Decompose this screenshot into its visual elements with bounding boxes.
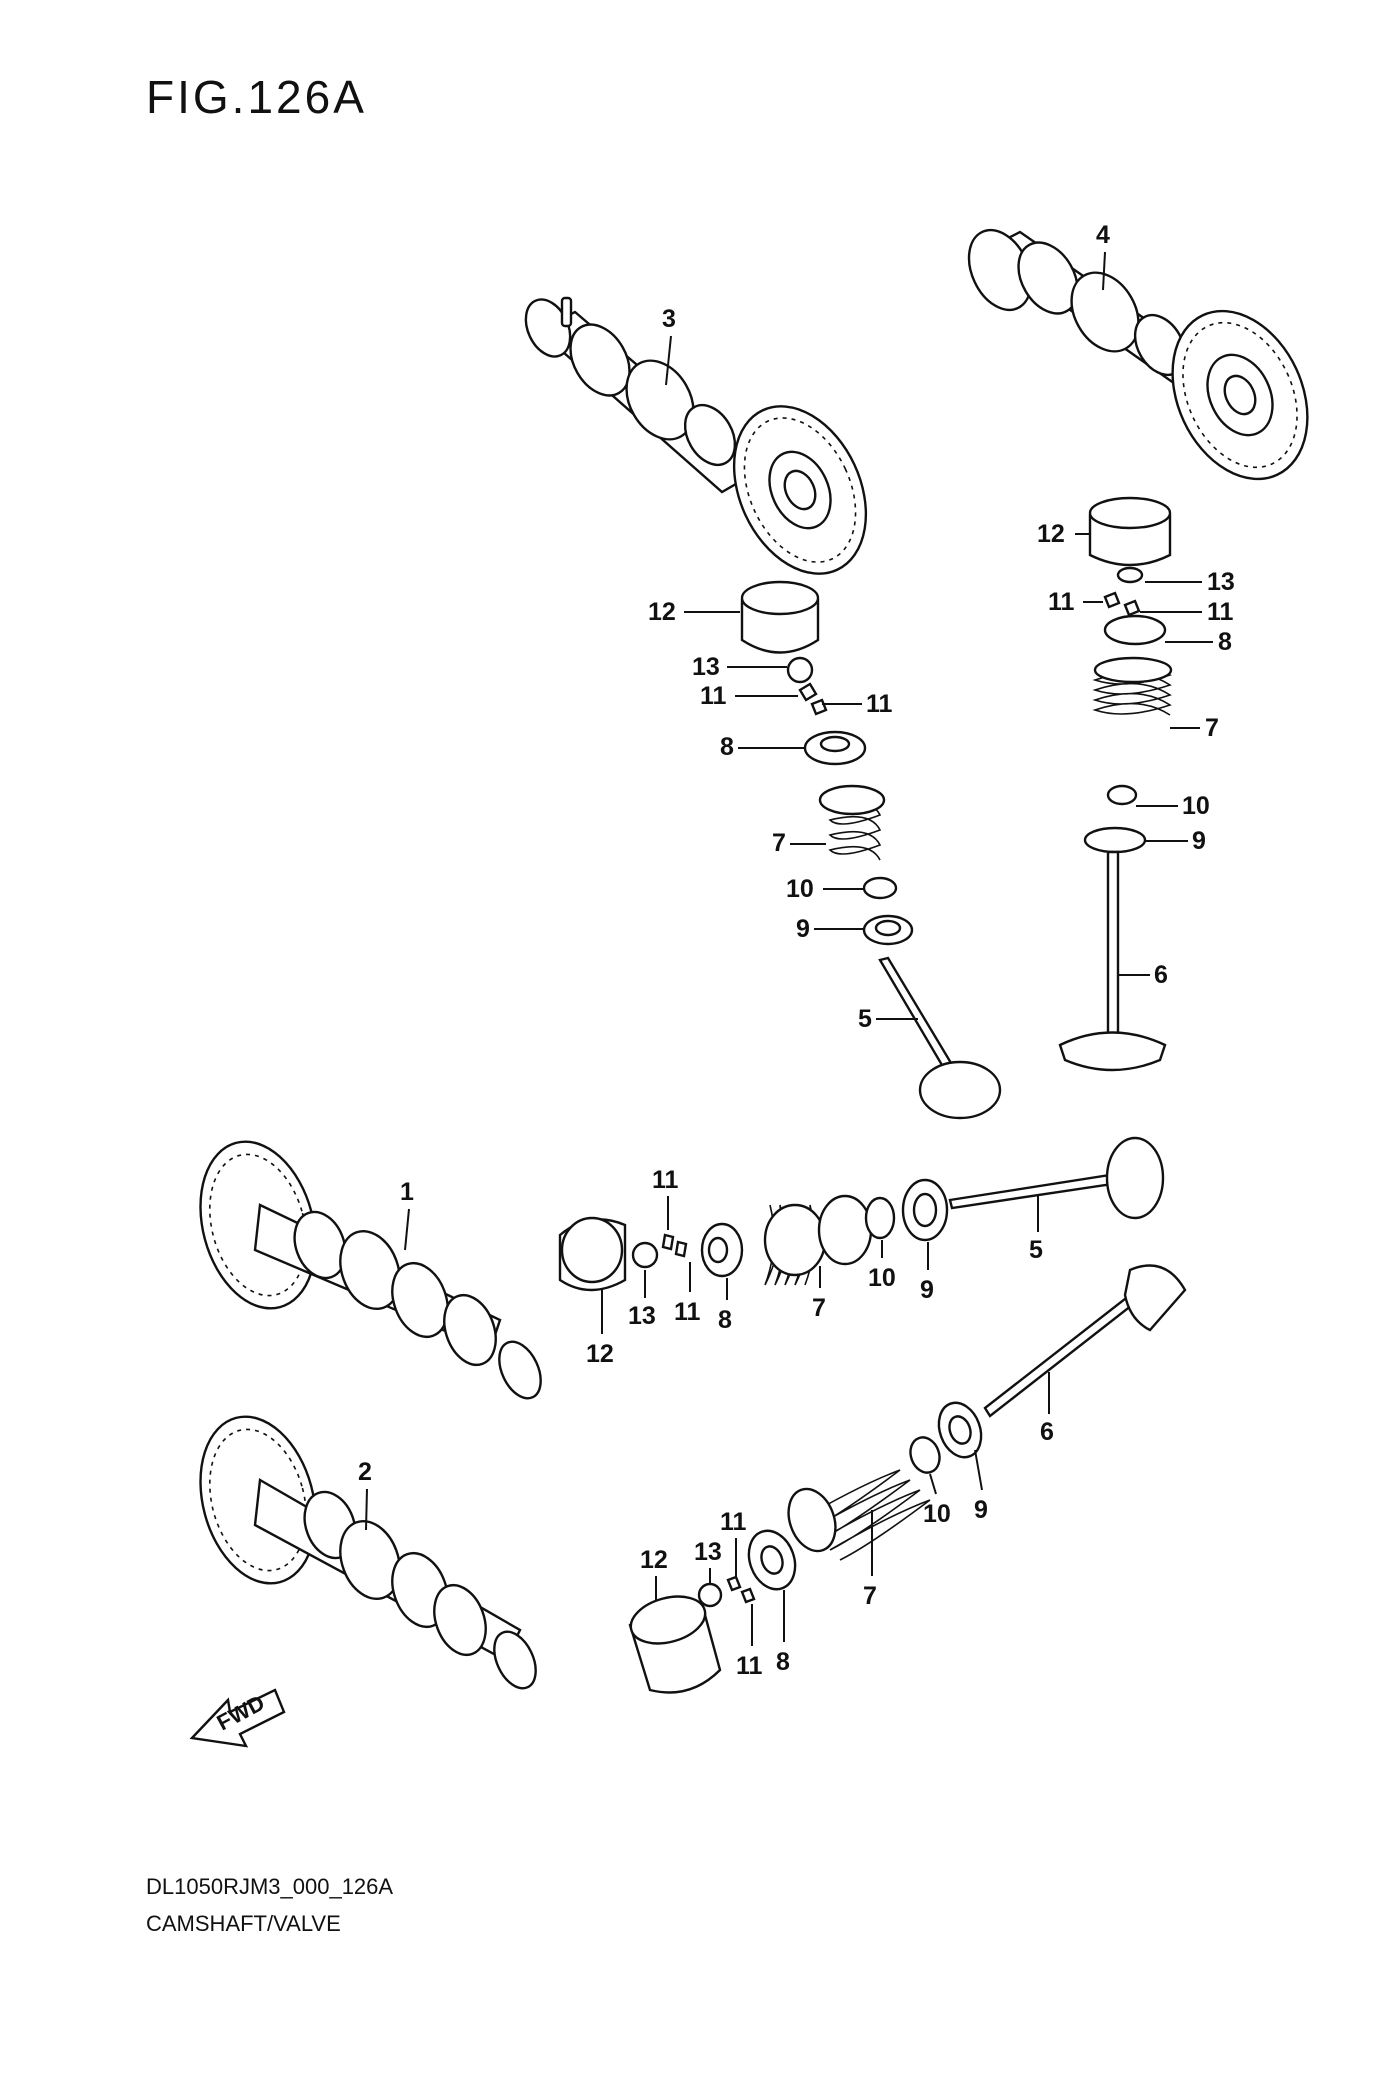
callout-9d: 9 — [974, 1496, 988, 1524]
caption: DL1050RJM3_000_126A CAMSHAFT/VALVE — [146, 1868, 393, 1942]
callout-7b: 7 — [1205, 714, 1219, 742]
camshaft-2 — [199, 1415, 537, 1690]
callout-13b: 13 — [1207, 568, 1235, 596]
valve-assembly-d — [628, 1264, 1187, 1694]
callout-2: 2 — [358, 1458, 372, 1486]
callout-9a: 9 — [796, 915, 810, 943]
camshaft-4 — [967, 228, 1309, 481]
callout-11b-right: 11 — [1207, 598, 1234, 626]
callout-5a: 5 — [858, 1005, 872, 1033]
callout-3: 3 — [662, 305, 676, 333]
callout-12d: 12 — [640, 1546, 668, 1574]
callout-7d: 7 — [863, 1582, 877, 1610]
fwd-arrow-icon: FWD — [189, 1688, 286, 1748]
callout-13a: 13 — [692, 653, 720, 681]
caption-name: CAMSHAFT/VALVE — [146, 1911, 341, 1936]
callout-13d: 13 — [694, 1538, 722, 1566]
callout-11d-top: 11 — [720, 1508, 747, 1536]
callout-5c: 5 — [1029, 1236, 1043, 1264]
callout-6b: 6 — [1154, 961, 1168, 989]
valve-assembly-a — [740, 580, 1002, 1120]
callout-11c-bottom: 11 — [674, 1298, 701, 1326]
callout-12a: 12 — [648, 598, 676, 626]
callout-12b: 12 — [1037, 520, 1065, 548]
callout-10c: 10 — [868, 1264, 896, 1292]
caption-code: DL1050RJM3_000_126A — [146, 1874, 394, 1899]
callout-9b: 9 — [1192, 827, 1206, 855]
callout-10b: 10 — [1182, 792, 1210, 820]
callout-12c: 12 — [586, 1340, 614, 1368]
callout-8a: 8 — [720, 733, 734, 761]
callout-7a: 7 — [772, 829, 786, 857]
callout-10a: 10 — [786, 875, 814, 903]
callout-8b: 8 — [1218, 628, 1232, 656]
callout-9c: 9 — [920, 1276, 934, 1304]
callout-1: 1 — [400, 1178, 414, 1206]
callout-8d: 8 — [776, 1648, 790, 1676]
callout-10d: 10 — [923, 1500, 951, 1528]
callout-11a-left: 11 — [700, 682, 727, 710]
callout-13c: 13 — [628, 1302, 656, 1330]
callout-7c: 7 — [812, 1294, 826, 1322]
callout-11c-top: 11 — [652, 1166, 679, 1194]
callout-11b-left: 11 — [1048, 588, 1075, 616]
camshaft-3 — [524, 296, 868, 575]
callout-8c: 8 — [718, 1306, 732, 1334]
camshaft-1 — [199, 1140, 542, 1400]
figure-title: FIG.126A — [146, 71, 367, 123]
callout-6d: 6 — [1040, 1418, 1054, 1446]
valve-assembly-b — [1058, 496, 1173, 1072]
callout-11a-right: 11 — [866, 690, 893, 718]
valve-assembly-c — [558, 1136, 1165, 1292]
callout-11d-bottom: 11 — [736, 1652, 763, 1680]
callout-4: 4 — [1096, 221, 1110, 249]
